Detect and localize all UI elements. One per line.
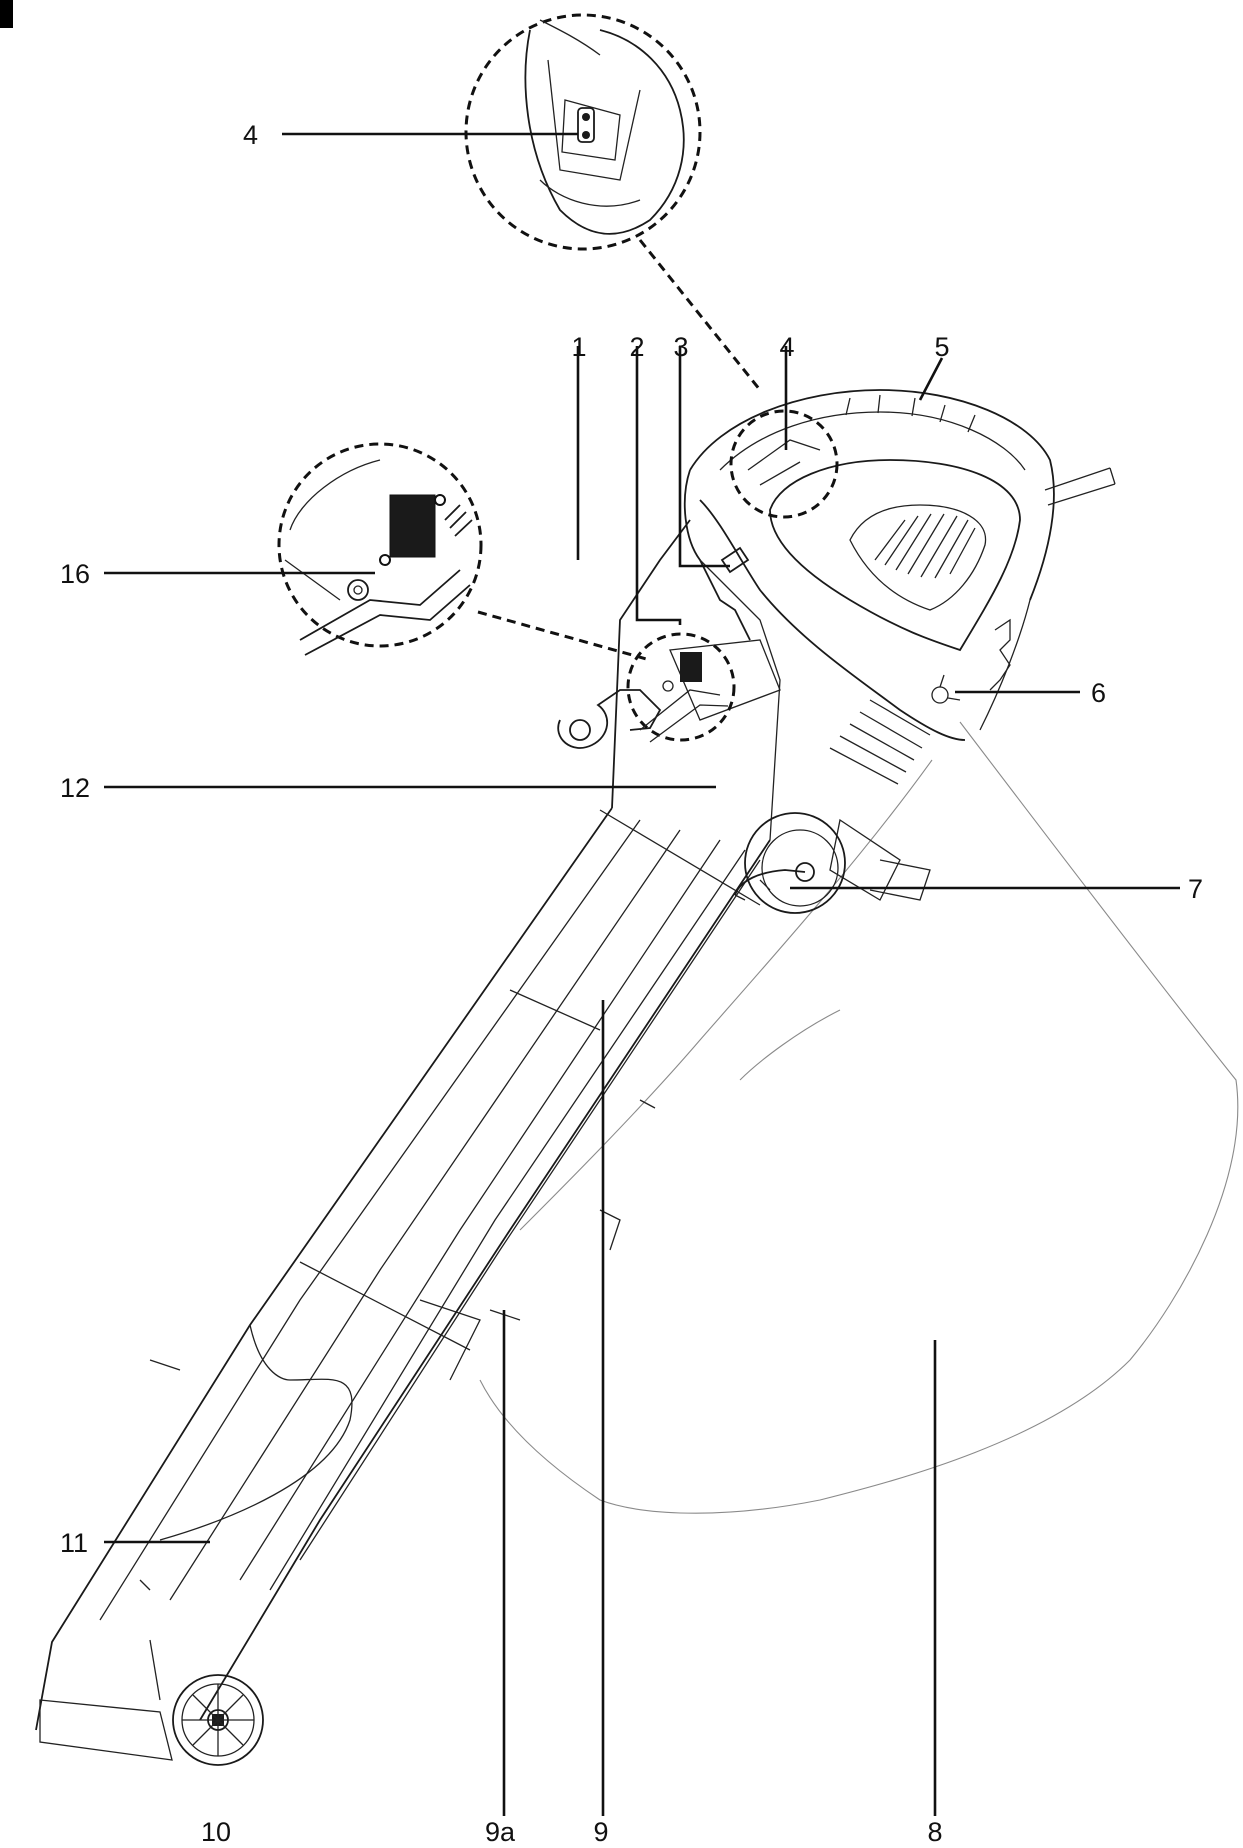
callout-8: 8 bbox=[927, 1817, 942, 1847]
loop-handle bbox=[557, 689, 662, 749]
detail-connector-left bbox=[477, 610, 651, 662]
callout-9a: 9a bbox=[485, 1817, 516, 1847]
detail-circle-top bbox=[464, 13, 702, 251]
wheel bbox=[172, 1674, 264, 1766]
callout-4: 4 bbox=[779, 332, 794, 362]
corner-marker bbox=[0, 0, 13, 28]
wing-nut bbox=[931, 674, 961, 704]
callout-1: 1 bbox=[571, 332, 586, 362]
callout-6: 6 bbox=[1091, 678, 1106, 708]
callout-7: 7 bbox=[1188, 874, 1203, 904]
speed-switch bbox=[720, 546, 750, 574]
callout-5: 5 bbox=[934, 332, 949, 362]
callout-4-detail: 4 bbox=[243, 120, 258, 150]
callout-3: 3 bbox=[673, 332, 688, 362]
detail-circle-handle bbox=[729, 409, 839, 519]
callout-9: 9 bbox=[593, 1817, 608, 1847]
blower-tube bbox=[35, 807, 771, 1761]
callout-12: 12 bbox=[60, 773, 90, 803]
callout-16: 16 bbox=[60, 559, 90, 589]
collection-bag bbox=[479, 721, 1239, 1514]
callout-10: 10 bbox=[201, 1817, 231, 1847]
detail-connector-top bbox=[638, 239, 762, 391]
callout-11: 11 bbox=[60, 1528, 88, 1558]
detail-circle-switch bbox=[626, 632, 736, 743]
rotary-dial bbox=[734, 812, 846, 914]
microswitch bbox=[389, 494, 436, 558]
vent-grille bbox=[874, 513, 976, 579]
motor-housing bbox=[611, 389, 1116, 901]
callout-2: 2 bbox=[629, 332, 644, 362]
detail-circle-left bbox=[277, 442, 483, 656]
leader-lines bbox=[104, 132, 1180, 1816]
